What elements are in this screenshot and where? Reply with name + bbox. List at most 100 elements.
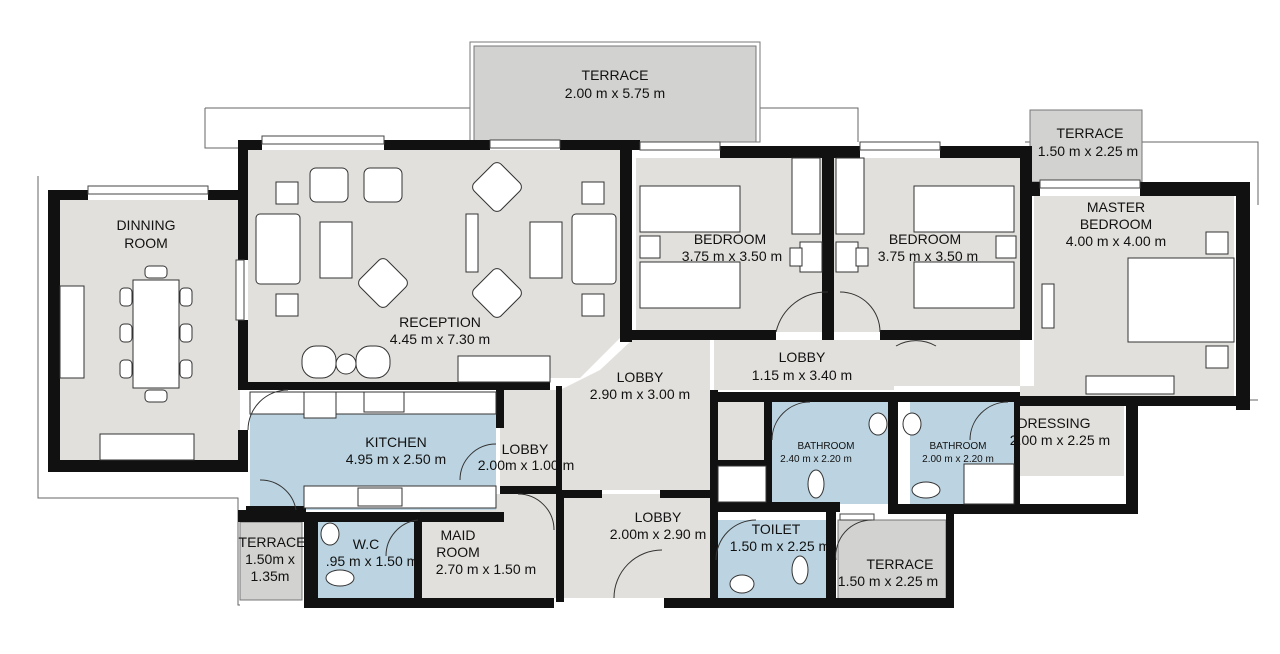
toilet-name: TOILET [752,521,801,537]
wardrobe [791,157,821,235]
terrace-top-right-floor [1029,109,1143,183]
window [859,141,941,151]
door-swing [613,549,663,599]
lobby-center-floor [560,340,710,490]
wall [304,512,504,522]
window [1039,179,1141,189]
lobby-lower-name: LOBBY [635,509,682,525]
door-swing [385,519,419,557]
nightstand [1205,345,1229,369]
windows [87,135,1141,521]
dining-table [132,279,180,389]
wall [246,506,306,512]
wall [632,330,776,340]
reception-name: RECEPTION [399,314,481,330]
chair [789,247,803,267]
terrace-bottom-left-floor [239,521,303,601]
chair [119,359,133,379]
lobby-lower-size: 2.00m x 2.90 m [610,526,707,542]
door-swing [775,291,829,333]
terrace-top-right-name: TERRACE [1057,125,1124,141]
wall [1126,396,1138,512]
master-bed [1127,257,1235,343]
wall [710,512,718,604]
chair [144,389,168,403]
terraces [239,41,1143,601]
chair [119,323,133,343]
sofa [255,213,301,285]
terrace-bottom-right-size: 1.50 m x 2.25 m [838,573,938,589]
bathroom-2-size: 2.00 m x 2.20 m [922,454,994,465]
wc-size: .95 m x 1.50 m [326,553,419,569]
wall [238,140,248,260]
armchair [472,162,522,212]
wc-name: W.C [353,536,379,552]
bedroom-2-name: BEDROOM [889,231,961,247]
wall [1020,182,1040,196]
wall [716,460,766,466]
sofa [571,213,617,285]
wall [248,382,550,390]
wall [888,392,898,512]
wall [48,460,248,472]
wall [304,598,554,608]
wash-basin [902,412,922,436]
wall [940,146,1030,158]
terrace-top-name: TERRACE [582,67,649,83]
maid-room-name-2: ROOM [436,544,480,560]
bed [913,185,1015,233]
maid-room-floor [420,494,556,598]
door-swing [839,291,881,333]
master-bedroom-name-2: BEDROOM [1080,216,1152,232]
lobby-small-name: LOBBY [502,441,549,457]
dressing-name: DRESSING [1017,415,1090,431]
lobby-small-size: 2.00m x 1.00 m [478,457,575,473]
walls [48,140,1250,608]
wall [1014,392,1020,512]
wall [48,190,88,200]
bathroom-2-name: BATHROOM [929,441,986,452]
wall [560,140,640,150]
toilet-bowl [791,555,809,585]
door-swing [835,519,873,561]
wall [556,386,562,492]
closet-floor [714,402,764,464]
wall [1016,504,1138,514]
door-swing [247,389,289,431]
toilet-bowl [807,469,825,499]
dinning-room-name-1: DINNING [116,217,175,233]
side-table [275,181,299,205]
chair [179,359,193,379]
wall [664,598,950,608]
armchair [301,345,337,379]
labels: TERRACE 2.00 m x 5.75 m TERRACE 1.50 m x… [116,67,1166,589]
bedroom-1-size: 3.75 m x 3.50 m [682,248,782,264]
tv-unit [465,213,479,273]
lobby-hall-size: 1.15 m x 3.40 m [752,367,852,383]
bed [639,261,741,309]
door-swing [895,340,937,347]
master-bedroom-size: 4.00 m x 4.00 m [1066,233,1166,249]
toilet-size: 1.50 m x 2.25 m [730,538,830,554]
wall [660,490,714,498]
shower [717,465,767,503]
wall [764,392,772,502]
lobby-center-size: 2.90 m x 3.00 m [590,386,690,402]
nightstand [1205,231,1229,255]
nightstand [995,235,1017,259]
side-table [581,181,605,205]
wall [1236,182,1250,410]
wall [826,512,836,604]
chair [855,247,869,267]
bed [639,185,741,233]
shower [963,463,1015,505]
sink [363,391,405,413]
wall [238,320,248,390]
door-swing [771,401,811,441]
dresser [1085,375,1175,395]
bedroom-1-name: BEDROOM [694,231,766,247]
dressing-floor [1018,402,1124,476]
wall [1020,146,1032,340]
wall [946,512,954,608]
dressing-size: 2.00 m x 2.25 m [1010,432,1110,448]
